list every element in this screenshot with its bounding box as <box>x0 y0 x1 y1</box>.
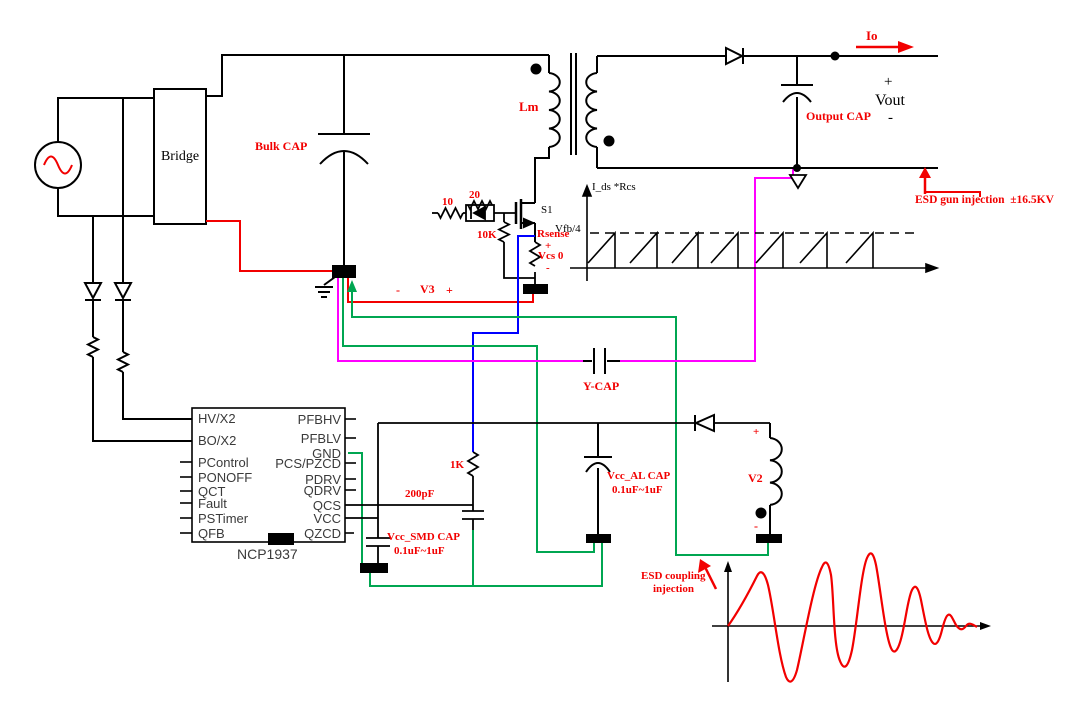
rsense-label: Rsense <box>537 228 570 240</box>
1k-resistor <box>466 451 480 505</box>
hv-sense-chain <box>113 98 192 420</box>
vout-label: Vout <box>875 92 905 109</box>
pin-gnd: GND <box>312 446 341 461</box>
pin-pdrv: PDRV <box>305 472 341 487</box>
pin-hv-x2: HV/X2 <box>198 411 236 426</box>
vcc-al-cap-value: 0.1uF~1uF <box>612 484 663 496</box>
pin-fault: Fault <box>198 496 227 511</box>
input-wiring <box>57 97 154 217</box>
pulldown-10k-resistor <box>496 213 535 279</box>
esd-coupling-arrow-icon <box>698 559 718 590</box>
vcc-smd-cap-value: 0.1uF~1uF <box>394 545 445 557</box>
pin-pfblv: PFBLV <box>300 431 341 446</box>
c-200pf-label: 200pF <box>405 488 435 500</box>
cs-blue-route <box>472 235 535 452</box>
bulk-cap-icon <box>318 55 370 265</box>
pin-qfb: QFB <box>198 526 225 541</box>
qcs-vcc-wiring <box>345 422 770 538</box>
dc-top-rail <box>206 54 549 97</box>
vcc-al-cap-name: Vcc_AL CAP <box>607 470 671 482</box>
vcs-minus: - <box>546 262 550 274</box>
bridge-red-route <box>206 220 332 272</box>
aux-diode-icon <box>693 413 715 433</box>
y-cap-label: Y-CAP <box>583 379 620 393</box>
pin-ponoff: PONOFF <box>198 470 253 485</box>
output-rectifier-diode <box>597 46 938 66</box>
v2-minus: - <box>754 519 758 533</box>
pin-pfbhv: PFBHV <box>297 412 341 427</box>
cs-waveform-sketch <box>570 183 940 281</box>
v2-winding-icon <box>755 423 783 534</box>
mosfet-label: S1 <box>541 204 553 216</box>
pin-bo-x2: BO/X2 <box>198 433 237 448</box>
rsense-resistor <box>528 241 542 284</box>
ic-ncp1937 <box>180 407 356 543</box>
gate-r-series-label: 10 <box>442 196 453 208</box>
y-cap-icon <box>583 348 620 374</box>
io-label: Io <box>866 28 878 43</box>
gate-r-pulldown-label: 10K <box>477 229 497 241</box>
output-cap-label: Output CAP <box>806 109 872 123</box>
r-1k-label: 1K <box>450 459 465 471</box>
pin-qcs: QCS <box>312 498 341 513</box>
pin-qdrv: QDRV <box>303 483 341 498</box>
200pf-cap-icon <box>462 505 484 530</box>
gate-r-parallel-label: 20 <box>469 189 480 201</box>
v2-label: V2 <box>748 471 763 485</box>
solder-pads <box>268 265 782 573</box>
io-arrow-icon <box>856 41 914 53</box>
vcc-smd-cap-icon <box>366 537 390 563</box>
ac-source-icon <box>34 141 82 189</box>
v3-minus: - <box>396 283 400 297</box>
ic-part-number: NCP1937 <box>237 546 298 562</box>
output-gnd-node-dot <box>793 164 801 172</box>
ringing-waveform-sketch <box>712 552 991 683</box>
vout-plus: + <box>884 74 893 90</box>
v3-label: V3 <box>420 282 435 296</box>
gate-drive-network <box>432 198 516 222</box>
vcc-al-cap-icon <box>584 423 612 534</box>
vcs-label: Vcs 0 <box>538 250 564 262</box>
esd-gun-arrow-icon <box>919 167 981 197</box>
pin-pcontrol: PControl <box>198 455 249 470</box>
pin-pcs-pzcd: PCS/PZCD <box>275 456 341 471</box>
pin-qzcd: QZCD <box>304 526 341 541</box>
lm-label: Lm <box>519 99 539 114</box>
transformer-icon <box>530 53 615 203</box>
esd-point-triangle <box>788 174 808 190</box>
cs-wave-ylabel: I_ds *Rcs <box>592 181 636 193</box>
cs-wave-threshold: Vfb/4 <box>555 223 581 235</box>
pin-qct: QCT <box>198 484 226 499</box>
pin-vcc: VCC <box>313 511 341 526</box>
pin-pstimer: PSTimer <box>198 511 249 526</box>
output-cap-icon <box>781 56 813 168</box>
ground-symbol <box>315 276 336 298</box>
esd-gun-label: ESD gun injection ±16.5KV <box>915 194 1054 206</box>
esd-coupling-line1: ESD coupling <box>641 570 706 582</box>
y-cap-magenta-route <box>337 169 794 362</box>
bulk-cap-label: Bulk CAP <box>255 139 308 153</box>
vcs-plus: + <box>545 240 552 252</box>
ground-green-routes <box>342 278 769 587</box>
bridge-label: Bridge <box>160 149 200 164</box>
output-node-dot <box>830 51 840 61</box>
bo-sense-chain <box>83 216 192 442</box>
v3-plus: + <box>446 283 453 297</box>
v3-red-route <box>347 278 534 303</box>
vcc-smd-cap-name: Vcc_SMD CAP <box>387 531 461 543</box>
vout-minus: - <box>888 110 893 126</box>
bridge-rectifier <box>153 88 207 225</box>
v2-plus: + <box>753 426 760 438</box>
esd-coupling-line2: injection <box>653 583 694 595</box>
